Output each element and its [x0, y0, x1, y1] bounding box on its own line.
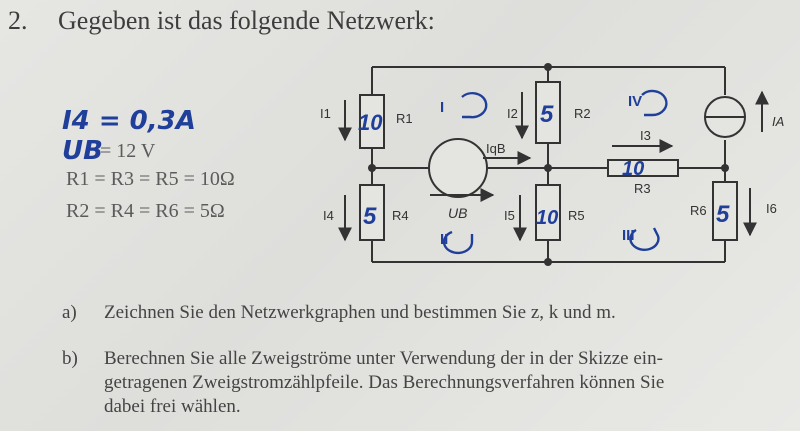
- resistor-r4: [359, 184, 385, 241]
- circuit-labels: I1 R1 I2 R2 IqB I3 R3 IA I4 R4 UB I5 R5 …: [320, 106, 784, 223]
- voltage-source: [428, 138, 488, 198]
- resistor-r3: [607, 159, 679, 177]
- label-i5: I5: [504, 208, 515, 223]
- resistor-r6: [712, 181, 738, 241]
- given-r135: R1 = R3 = R5 = 10Ω: [66, 168, 235, 190]
- question-number: 2.: [8, 6, 28, 35]
- label-r5: R5: [568, 208, 585, 223]
- question-title: Gegeben ist das folgende Netzwerk:: [58, 6, 435, 35]
- task-b-line-1: Berechnen Sie alle Zweigströme unter Ver…: [104, 348, 663, 369]
- task-a-label: a): [62, 302, 77, 323]
- task-b-line-3: dabei frei wählen.: [104, 396, 241, 417]
- junctions: [368, 63, 729, 266]
- label-i3: I3: [640, 128, 651, 143]
- label-i2: I2: [507, 106, 518, 121]
- given-r246: R2 = R4 = R6 = 5Ω: [66, 200, 225, 222]
- label-i4: I4: [323, 208, 334, 223]
- hw-r5: 10: [536, 207, 558, 229]
- mesh-label-2: II: [440, 231, 448, 248]
- hw-r1: 10: [358, 110, 383, 135]
- resistors: [359, 81, 738, 241]
- current-arrows: [338, 90, 769, 242]
- task-a-text: Zeichnen Sie den Netzwerkgraphen und bes…: [104, 302, 616, 323]
- mesh-label-3: III: [622, 227, 635, 244]
- resistor-r1: [359, 94, 385, 149]
- handwritten-values: 10 5 10 5 10 5: [358, 101, 730, 230]
- mesh-loops: [442, 89, 668, 255]
- resistor-r5: [535, 184, 561, 241]
- hw-r4: 5: [363, 203, 377, 230]
- label-r4: R4: [392, 208, 409, 223]
- hw-r6: 5: [716, 201, 730, 228]
- mesh-label-1: I: [440, 99, 444, 116]
- given-ub-print: = 12 V: [100, 140, 156, 162]
- task-b-line-2: getragenen Zweigstromzählpfeile. Das Ber…: [104, 372, 665, 393]
- label-i1: I1: [320, 106, 331, 121]
- task-b-label: b): [62, 348, 78, 369]
- given-ub-handwritten: UB: [62, 136, 103, 166]
- label-i6: I6: [766, 201, 777, 216]
- label-r2: R2: [574, 106, 591, 121]
- resistor-r2: [535, 81, 561, 144]
- label-r6: R6: [690, 203, 707, 218]
- label-ia: IA: [772, 114, 784, 129]
- label-ub: UB: [448, 205, 467, 221]
- label-iqb: IqB: [486, 141, 506, 156]
- label-r1: R1: [396, 111, 413, 126]
- hw-r2: 5: [540, 101, 554, 128]
- given-i4-handwritten: I4 = 0,3A: [62, 106, 196, 136]
- hw-r3: 10: [622, 158, 644, 180]
- mesh-label-4: IV: [628, 93, 642, 110]
- mesh-labels: I II III IV: [440, 93, 642, 248]
- label-r3: R3: [634, 181, 651, 196]
